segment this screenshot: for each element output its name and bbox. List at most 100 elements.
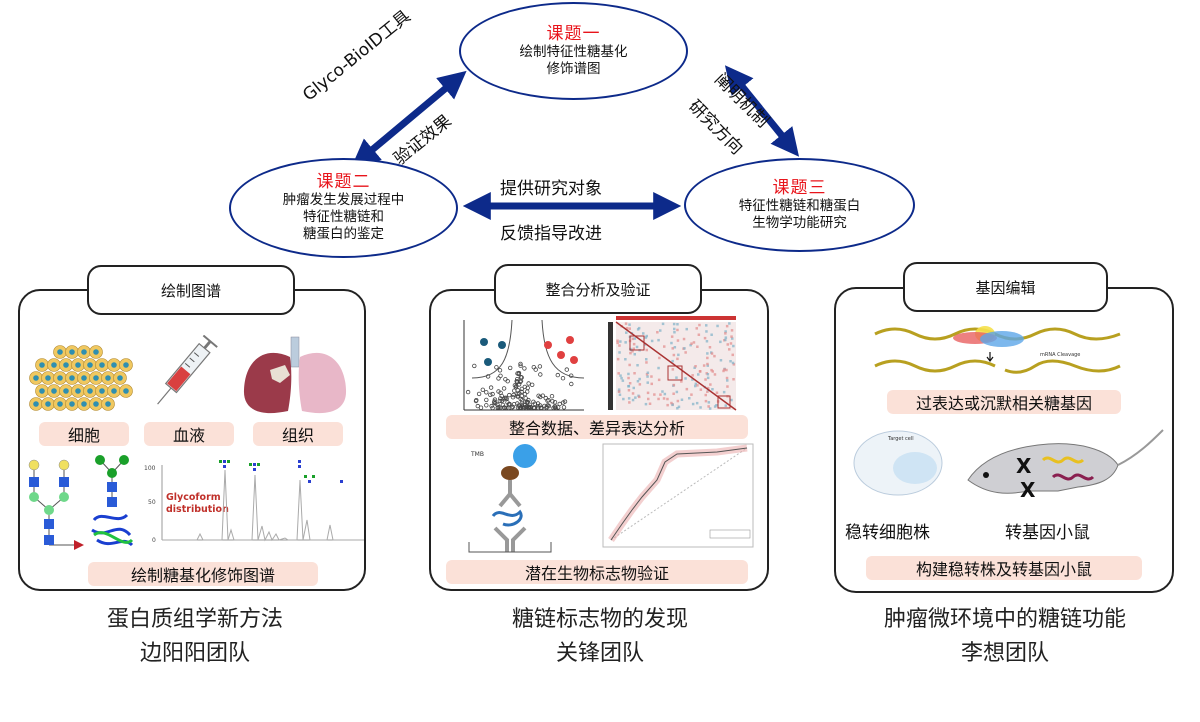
heatmap-cell [728,348,731,351]
heatmap-cell [617,390,621,393]
volcano-point [515,405,521,410]
heatmap-cell [691,402,695,406]
label-stable-cell-line: 稳转细胞株 [845,523,930,543]
heatmap-cell [725,376,729,380]
heatmap-cell [672,353,676,357]
volcano-point [485,374,491,379]
topic-2-ellipse: 课题二 肿瘤发生发展过程中 特征性糖链和 糖蛋白的鉴定 [229,158,458,258]
arrow-topic1-topic3 [724,65,800,157]
cell-nucleus [87,362,93,368]
heatmap-cell [719,359,723,362]
heatmap-cell [722,390,726,394]
roc-curve [602,443,754,548]
volcano-point [512,383,518,388]
heatmap-cell [706,386,710,390]
volcano-point [522,366,527,371]
topic-1-line: 修饰谱图 [546,60,601,77]
heatmap-cell [682,337,686,341]
arrow-label-feedback: 反馈指导改进 [500,224,602,244]
cell-nucleus [57,375,63,381]
cell-nucleus [69,375,75,381]
label-cells: 细胞 [39,422,129,446]
label-tissue: 组织 [253,422,343,446]
volcano-point [529,382,535,387]
volcano-point [490,405,495,411]
heatmap-cell [661,322,665,326]
heatmap-cell [695,401,699,405]
heatmap-cell [710,368,713,372]
tick-50: 50 [148,499,156,506]
heatmap-cell [645,373,649,376]
heatmap-cell [724,336,728,339]
volcano-point [550,399,555,404]
heatmap-cell [637,326,641,330]
heatmap-cell [617,388,621,391]
heatmap-cell [673,346,677,349]
volcano-point [497,398,502,404]
chart-label-line2: distribution [166,504,229,515]
heatmap-cell [671,368,675,371]
volcano-point [518,361,523,367]
tick-0: 0 [152,537,156,544]
heatmap-cell [650,375,653,378]
heatmap-cell [672,392,675,395]
heatmap-cell [725,324,729,328]
volcano-point [518,363,523,368]
cell-nucleus [39,388,45,394]
volcano-point [501,397,506,402]
heatmap-cell [673,327,676,331]
cell-nucleus [51,388,57,394]
heatmap-cell [694,365,697,368]
volcano-point [484,397,489,403]
label-blood: 血液 [144,422,234,446]
volcano-point [515,377,520,382]
cell-nucleus [45,401,51,407]
caption-left: 蛋白质组学新方法 边阳阳团队 [30,603,360,671]
heatmap-cell [731,361,735,365]
heatmap-cell [635,345,639,349]
cell-nucleus [123,388,129,394]
volcano-point [524,389,530,394]
heatmap-cell [666,397,669,401]
topic-2-line: 肿瘤发生发展过程中 [282,192,405,208]
glycan-structure-illustration [28,455,134,550]
volcano-point [505,400,510,405]
volcano-point [495,402,500,407]
volcano-point [507,392,512,398]
heatmap-cell [684,351,687,354]
volcano-point [562,399,568,404]
heatmap-cell [645,348,648,352]
volcano-point [509,405,514,410]
heatmap-cell [616,339,619,342]
heatmap-cell [657,338,660,342]
heatmap-cell [713,405,717,408]
heatmap-cell [658,356,661,360]
target-cell-label: Target cell [887,436,914,442]
cell-nucleus [69,349,75,355]
heatmap-cell [694,384,697,388]
tick-100: 100 [144,465,156,472]
cell-nucleus [75,388,81,394]
volcano-point [538,405,543,410]
heatmap-cell [628,382,632,385]
heatmap-cell [632,347,635,350]
topic-3-ellipse: 课题三 特征性糖链和糖蛋白 生物学功能研究 [684,158,915,252]
heatmap-cell [670,401,673,405]
heatmap-cell [711,388,714,391]
correlation-heatmap [608,316,737,411]
heatmap-cell [632,342,636,346]
heatmap-cell [656,331,659,334]
cell-nucleus [111,388,117,394]
heatmap-cell [633,372,636,375]
volcano-point [504,405,509,411]
heatmap-cell [624,322,628,325]
cell-nucleus [93,401,99,407]
heatmap-cell [645,361,648,364]
cell-nucleus [69,401,75,407]
volcano-point [525,399,530,405]
heatmap-cell [695,327,698,330]
volcano-point [519,397,525,403]
heatmap-cell [690,393,693,396]
heatmap-cell [638,383,642,386]
volcano-point [516,370,522,376]
